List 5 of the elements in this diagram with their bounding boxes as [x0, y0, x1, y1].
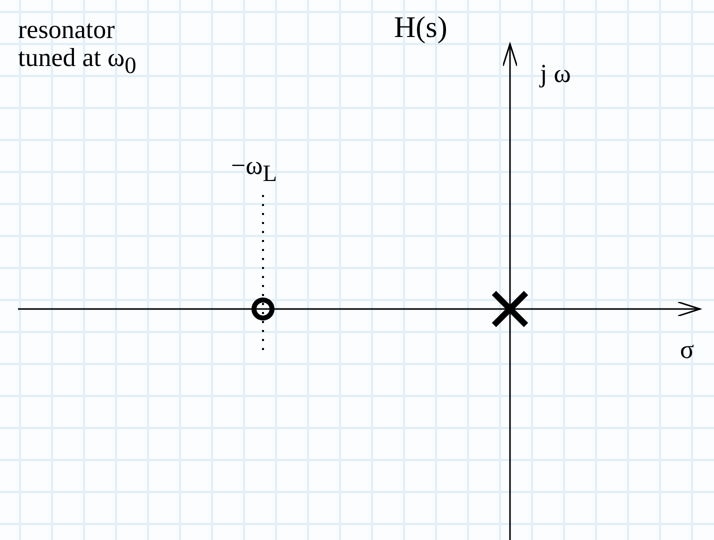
plot-title: H(s) [394, 12, 448, 44]
axis-point-label: −ω$_{L}$ [231, 152, 278, 180]
axis-label: j ω [540, 60, 571, 88]
axis-label: σ [680, 336, 694, 364]
annotation-text: resonator tuned at ω$_{0}$ [18, 16, 138, 72]
